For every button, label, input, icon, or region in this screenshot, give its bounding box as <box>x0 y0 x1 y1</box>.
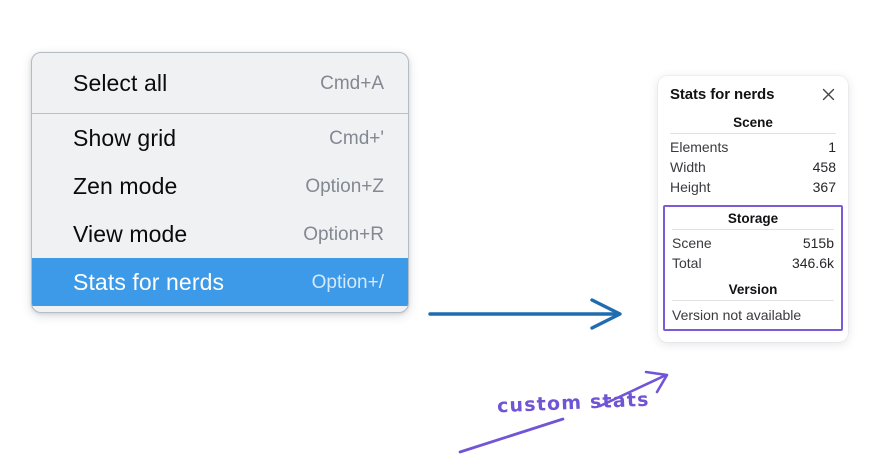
menu-item-view-mode[interactable]: View mode Option+R <box>32 210 408 258</box>
context-menu[interactable]: Select all Cmd+A Show grid Cmd+' Zen mod… <box>31 52 409 313</box>
menu-item-select-all[interactable]: Select all Cmd+A <box>32 59 408 107</box>
storage-section-heading: Storage <box>727 211 779 226</box>
menu-item-shortcut: Cmd+' <box>329 127 384 149</box>
stats-row-key: Elements <box>670 139 729 155</box>
stats-row-value: 367 <box>812 179 836 195</box>
stats-row-key: Height <box>670 179 711 195</box>
menu-item-shortcut: Option+R <box>303 223 384 245</box>
stats-row-key: Width <box>670 159 706 175</box>
stats-row-storage-total: Total 346.6k <box>672 253 834 273</box>
stats-row-storage-scene: Scene 515b <box>672 233 834 253</box>
stats-row-key: Scene <box>672 235 712 251</box>
menu-item-shortcut: Option+Z <box>305 175 384 197</box>
menu-item-shortcut: Cmd+A <box>320 72 384 94</box>
menu-item-label: Stats for nerds <box>73 268 225 295</box>
storage-divider <box>672 229 834 230</box>
menu-item-label: View mode <box>73 220 188 247</box>
menu-item-stats-for-nerds[interactable]: Stats for nerds Option+/ <box>32 258 408 306</box>
stats-row-value: 515b <box>802 235 834 251</box>
menu-item-label: Show grid <box>73 124 177 151</box>
purple-underline-stroke <box>458 417 565 454</box>
version-section-heading: Version <box>728 282 778 297</box>
stats-panel-header: Stats for nerds <box>670 86 836 103</box>
custom-stats-highlight-box: Storage Scene 515b Total 346.6k Version … <box>663 205 843 331</box>
version-text: Version not available <box>672 307 802 323</box>
menu-item-show-grid[interactable]: Show grid Cmd+' <box>32 114 408 162</box>
scene-divider <box>670 133 836 134</box>
stats-row-value: 346.6k <box>791 255 834 271</box>
menu-item-label: Zen mode <box>73 172 178 199</box>
scene-section-heading: Scene <box>733 115 773 130</box>
menu-separator <box>32 113 408 114</box>
custom-stats-annotation-label: custom stats <box>496 388 651 418</box>
stats-row-key: Total <box>672 255 702 271</box>
close-icon[interactable] <box>820 87 836 103</box>
stats-row-value: 458 <box>812 159 836 175</box>
stats-row-width: Width 458 <box>670 157 836 177</box>
stats-row-height: Height 367 <box>670 177 836 197</box>
version-divider <box>672 300 834 301</box>
stats-for-nerds-panel: Stats for nerds Scene Elements 1 Width 4… <box>658 76 848 342</box>
stats-panel-title: Stats for nerds <box>670 86 775 103</box>
menu-item-label: Select all <box>73 69 168 96</box>
stats-row-elements: Elements 1 <box>670 137 836 157</box>
menu-group-1: Select all Cmd+A <box>32 59 408 107</box>
menu-item-zen-mode[interactable]: Zen mode Option+Z <box>32 162 408 210</box>
menu-item-shortcut: Option+/ <box>311 271 384 293</box>
menu-group-2: Show grid Cmd+' Zen mode Option+Z View m… <box>32 114 408 306</box>
blue-arrow-annotation <box>428 298 622 330</box>
stats-row-value: 1 <box>828 139 836 155</box>
